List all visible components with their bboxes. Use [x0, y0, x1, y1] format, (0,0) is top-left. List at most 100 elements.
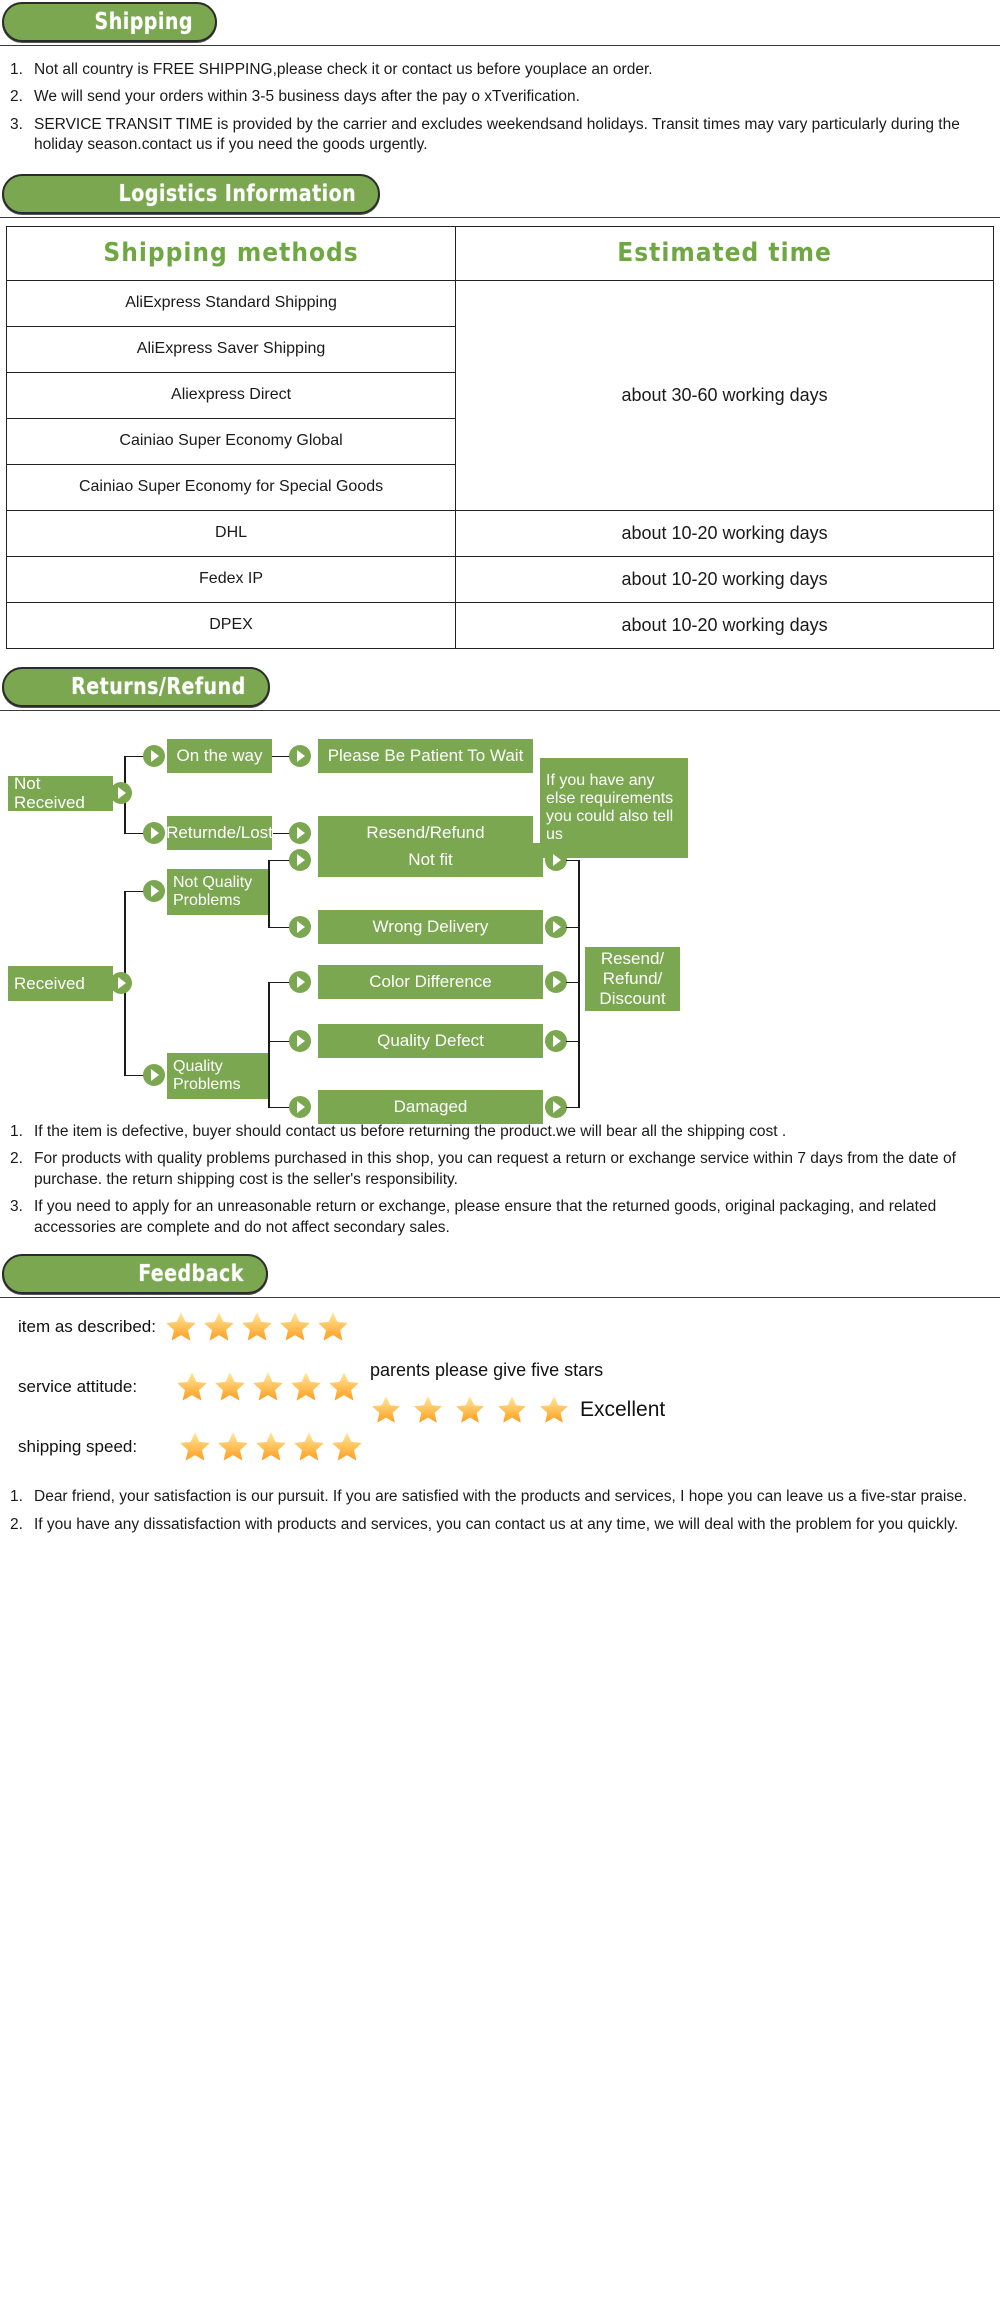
flow-arrow-icon	[143, 821, 165, 844]
flow-node-color-difference: Color Difference	[318, 964, 543, 999]
star-icon	[218, 1432, 248, 1461]
feedback-title-pill: Feedback	[2, 1254, 268, 1295]
flow-connector-line	[566, 981, 580, 984]
column-header-shipping-methods: Shipping methods	[5, 225, 457, 281]
star-icon	[332, 1432, 362, 1461]
list-item-text: SERVICE TRANSIT TIME is provided by the …	[34, 115, 960, 154]
list-item-number: 1.	[10, 1122, 23, 1140]
flow-connector-line	[566, 1040, 580, 1043]
flow-node-quality-defect: Quality Defect	[318, 1023, 543, 1058]
flow-node-not-received: Not Received	[8, 774, 113, 812]
cell-estimated-time: about 10-20 working days	[455, 555, 994, 603]
logistics-title: Logistics Information	[118, 180, 356, 207]
list-item-text: If you have any dissatisfaction with pro…	[34, 1515, 959, 1533]
feedback-title: Feedback	[138, 1261, 244, 1288]
flow-arrow-icon	[289, 848, 311, 871]
flow-node-returned-lost: Returnde/Lost	[166, 815, 273, 850]
star-icon	[280, 1312, 310, 1341]
flow-connector-line	[268, 859, 293, 862]
list-item-number: 1.	[10, 1488, 23, 1506]
header-divider	[0, 216, 1000, 218]
flow-arrow-icon	[289, 744, 311, 767]
returns-section-header: Returns/Refund	[0, 665, 1000, 711]
table-header-row: Shipping methods Estimated time	[5, 225, 994, 281]
excellent-label: Excellent	[580, 1398, 666, 1422]
star-icon	[540, 1396, 568, 1423]
star-icon	[253, 1372, 283, 1401]
flow-arrow-icon	[545, 1029, 567, 1052]
star-icon	[318, 1312, 348, 1341]
star-icon	[456, 1396, 484, 1423]
flow-node-resend-refund-discount: Resend/ Refund/ Discount	[585, 946, 680, 1011]
logistics-table: Shipping methods Estimated time AliExpre…	[5, 225, 994, 649]
list-item-text: We will send your orders within 3-5 busi…	[34, 88, 580, 106]
list-item-number: 2.	[10, 1150, 23, 1168]
table-row: AliExpress Saver Shipping	[5, 325, 994, 373]
returns-title-pill: Returns/Refund	[2, 666, 270, 707]
flow-connector-line	[273, 832, 295, 835]
table-row: Cainiao Super Economy for Special Goods	[5, 463, 994, 511]
flow-connector-line	[268, 981, 293, 984]
flow-arrow-icon	[110, 971, 132, 994]
header-divider	[0, 709, 1000, 711]
star-rating-service-attitude	[175, 1370, 361, 1404]
flow-connector-line	[578, 859, 580, 1107]
logistics-section-header: Logistics Information	[0, 172, 1000, 218]
cell-method: Cainiao Super Economy for Special Goods	[5, 463, 457, 511]
cell-method: DPEX	[5, 601, 457, 649]
flow-arrow-icon	[289, 970, 311, 993]
flow-arrow-icon	[289, 821, 311, 844]
star-icon	[498, 1396, 526, 1423]
table-row: AliExpress Standard Shipping about 30-60…	[5, 279, 994, 511]
list-item: 3. SERVICE TRANSIT TIME is provided by t…	[10, 115, 990, 156]
list-item: 2. If you have any dissatisfaction with …	[10, 1515, 990, 1535]
header-divider	[0, 1297, 1000, 1299]
flow-connector-line	[268, 926, 293, 929]
flow-connector-line	[268, 1040, 293, 1043]
list-item-text: Not all country is FREE SHIPPING,please …	[34, 61, 653, 78]
cell-method: Cainiao Super Economy Global	[5, 417, 457, 465]
rating-label: shipping speed:	[18, 1437, 138, 1457]
list-item: 3. If you need to apply for an unreasona…	[10, 1197, 990, 1238]
list-item: 1. Not all country is FREE SHIPPING,plea…	[10, 60, 990, 80]
cell-estimated-time-group: about 30-60 working days	[455, 279, 994, 511]
table-row: DPEX about 10-20 working days	[5, 601, 994, 649]
flow-arrow-icon	[545, 848, 567, 871]
star-icon	[180, 1432, 210, 1461]
star-icon	[166, 1312, 196, 1341]
flow-connector-line	[566, 859, 580, 862]
flow-node-damaged: Damaged	[318, 1089, 543, 1124]
flow-arrow-icon	[289, 1095, 311, 1118]
star-rating-shipping-speed	[178, 1430, 364, 1464]
flow-arrow-icon	[143, 1063, 165, 1086]
list-item-number: 1.	[10, 61, 23, 78]
returns-list: 1. If the item is defective, buyer shoul…	[10, 1122, 990, 1238]
shipping-list: 1. Not all country is FREE SHIPPING,plea…	[10, 60, 990, 156]
flow-connector-line	[124, 1074, 146, 1077]
flow-node-wrong-delivery: Wrong Delivery	[318, 909, 543, 944]
star-icon	[414, 1396, 442, 1423]
feedback-ratings: item as described: service attitude: shi…	[0, 1302, 1000, 1480]
cell-method: DHL	[5, 509, 457, 557]
flow-connector-line	[124, 890, 146, 893]
flow-connector-line	[124, 755, 146, 758]
rating-row-service-attitude: service attitude:	[18, 1370, 361, 1404]
flow-connector-line	[566, 1106, 580, 1109]
cell-estimated-time: about 10-20 working days	[455, 601, 994, 649]
flow-node-not-quality-problems: Not Quality Problems	[167, 868, 270, 915]
star-icon	[204, 1312, 234, 1341]
cell-method: Fedex IP	[5, 555, 457, 603]
flow-arrow-icon	[143, 744, 165, 767]
rating-label: service attitude:	[18, 1377, 138, 1397]
flow-node-not-fit: Not fit	[318, 842, 543, 877]
shipping-title: Shipping	[94, 9, 193, 35]
star-icon	[242, 1312, 272, 1341]
feedback-list-wrap: 1. Dear friend, your satisfaction is our…	[0, 1487, 1000, 1535]
list-item: 2. We will send your orders within 3-5 b…	[10, 87, 990, 107]
flow-node-received: Received	[8, 965, 113, 1001]
flow-connector-line	[268, 1106, 293, 1109]
rating-row-shipping-speed: shipping speed:	[18, 1430, 364, 1464]
shipping-list-wrap: 1. Not all country is FREE SHIPPING,plea…	[0, 60, 1000, 156]
list-item-text: If the item is defective, buyer should c…	[34, 1122, 787, 1140]
list-item-text: Dear friend, your satisfaction is our pu…	[34, 1488, 968, 1506]
